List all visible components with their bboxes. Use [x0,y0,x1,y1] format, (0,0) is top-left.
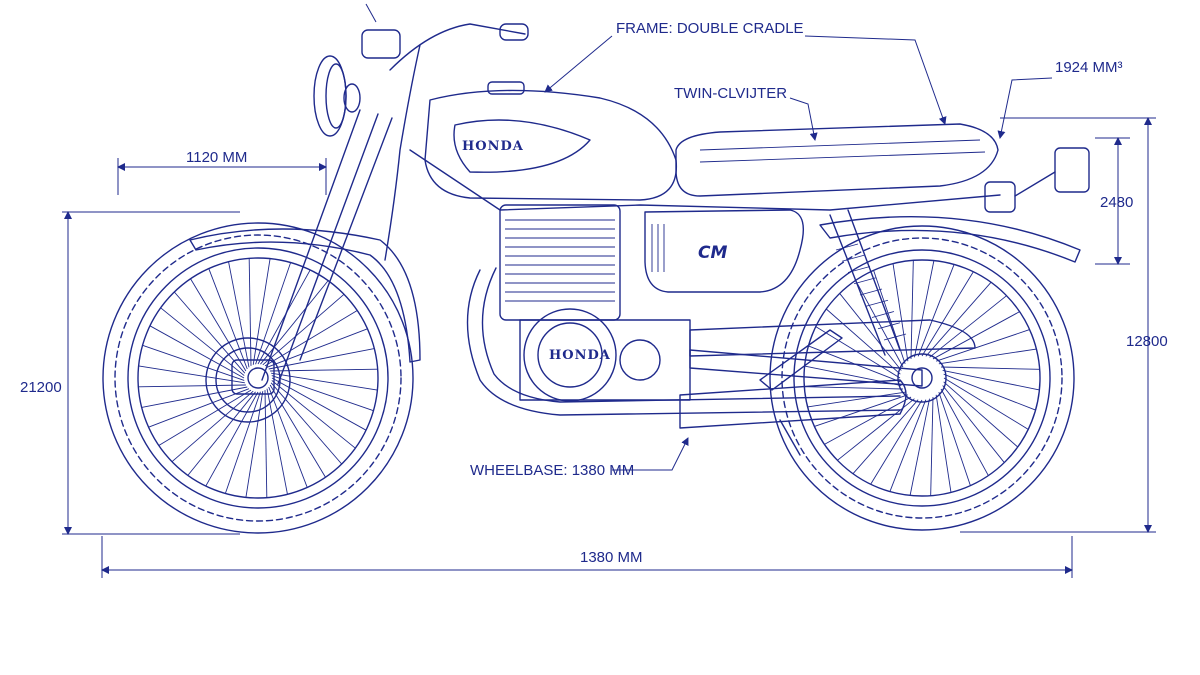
callout-frame-leader [544,35,947,125]
dimension-rear-height-small-label: 2480 [1100,194,1133,211]
swingarm [689,349,923,387]
headlight [313,29,401,137]
callout-wheelbase-label: WHEELBASE: 1380 MM [470,462,634,479]
callout-cylinder-label: TWIN-CLVIJTER [674,85,787,102]
callout-wheelbase-leader [612,437,689,471]
front-wheel [102,222,414,534]
seat [675,123,999,197]
taillight [984,147,1090,213]
footpeg [759,329,843,391]
dimension-front-height [62,211,240,535]
side-cover-badge: CM [698,243,727,263]
frame-cradle [409,149,1001,211]
handlebar-grip [499,23,529,41]
dimension-front-height-label: 21200 [20,379,62,396]
engine-badge: HONDA [549,348,611,363]
kickstand [779,419,801,456]
front-fender [189,228,421,363]
side-cover [644,209,804,293]
callout-frame-label: FRAME: DOUBLE CRADLE [616,20,804,37]
rear-shock [829,209,907,356]
dimension-overall-length [101,536,1073,578]
chain-guard [689,319,976,357]
dimension-rear-height-large [960,117,1156,533]
dimension-rear-height-small [1095,137,1130,265]
front-fork [231,109,393,395]
dimension-front-length [117,158,327,195]
rear-fender [819,215,1081,263]
callout-displacement-leader [997,77,1053,139]
exhaust [466,267,907,429]
callout-cylinder-leader [789,97,818,141]
dimension-rear-height-large-label: 12800 [1126,333,1168,350]
tank-brand-text: HONDA [462,139,524,154]
dimension-front-length-label: 1120 MM [186,149,247,166]
handlebar [389,23,526,71]
engine [499,204,691,402]
callout-displacement-label: 1924 MM³ [1055,59,1123,76]
dimension-overall-length-label: 1380 MM [580,549,643,566]
fuel-tank [424,81,678,201]
rear-wheel [769,225,1075,531]
